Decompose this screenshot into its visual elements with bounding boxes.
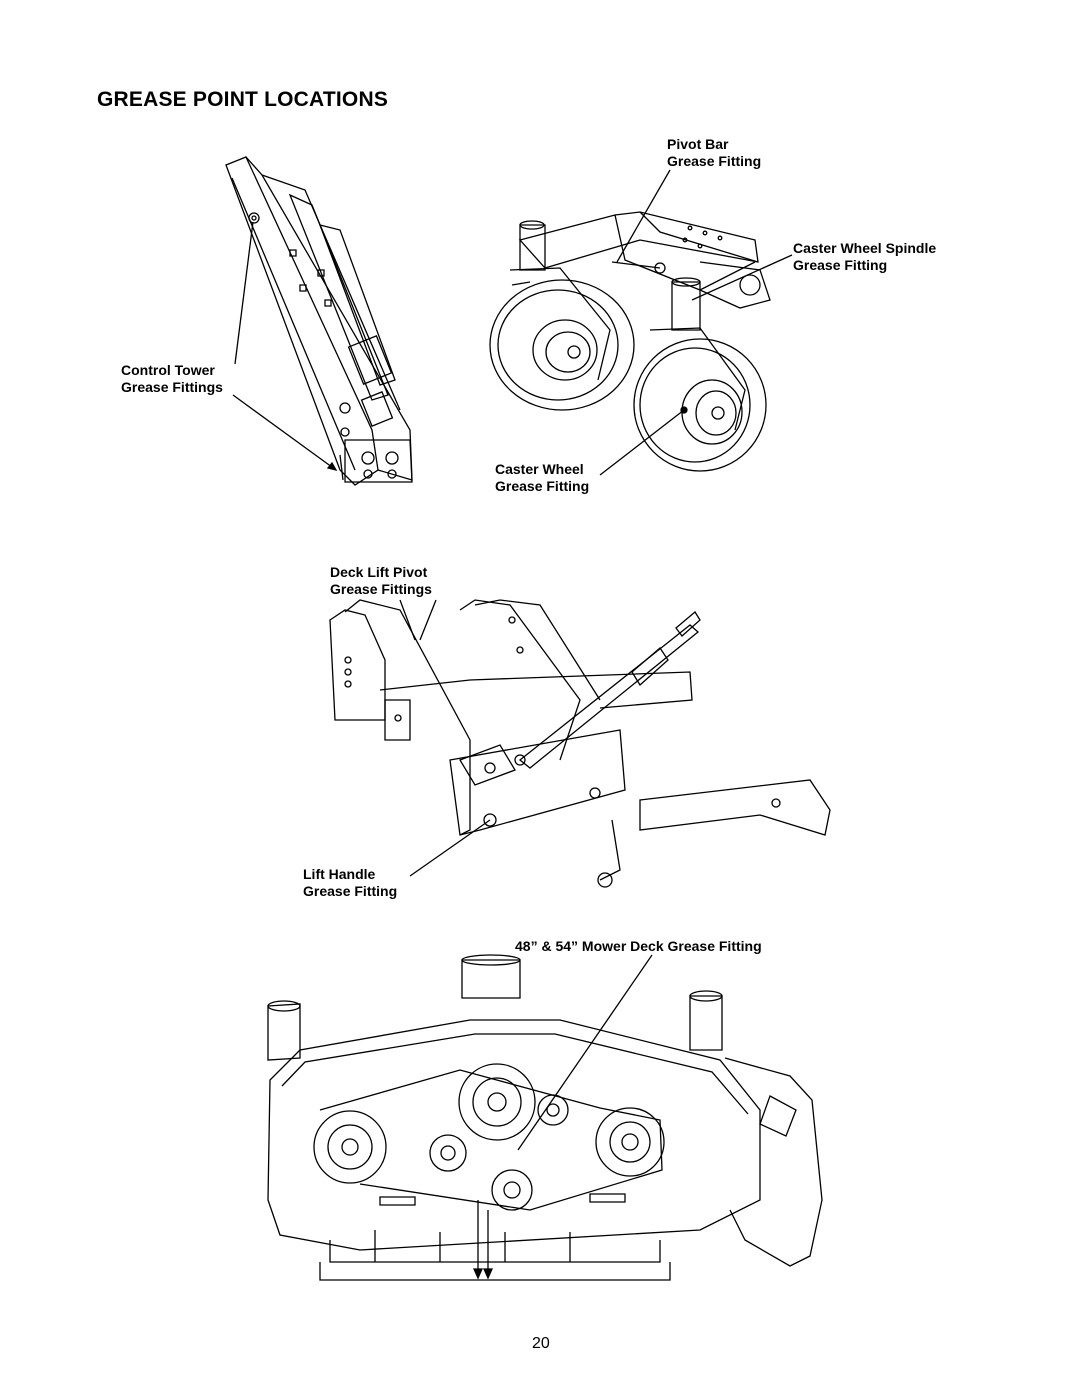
deck-lift-leader-1 [400,600,415,640]
control-tower-label: Control Tower Grease Fittings [121,362,223,395]
lift-handle-leader [410,820,490,876]
mower-deck-drawing [268,955,822,1280]
control-tower-leader-1 [235,222,253,364]
page-number: 20 [532,1335,550,1352]
mower-deck-label: 48” & 54” Mower Deck Grease Fitting [515,938,762,954]
deck-lift-leader-2 [420,600,436,640]
lift-handle-label: Lift Handle Grease Fitting [303,866,398,899]
page-title: GREASE POINT LOCATIONS [97,88,389,111]
control-tower-drawing [226,157,412,485]
caster-wheel-leader [600,410,684,475]
caster-spindle-leader [692,255,792,300]
deck-lift-pivot-label: Deck Lift Pivot Grease Fittings [330,564,432,597]
pivot-bar-label: Pivot Bar Grease Fitting [667,136,762,169]
mower-deck-leader [518,955,652,1150]
control-tower-leader-2 [233,395,336,470]
caster-wheel-drawing [490,212,770,471]
caster-spindle-label: Caster Wheel Spindle Grease Fitting [793,240,937,273]
deck-lift-drawing [330,600,830,887]
caster-wheel-label: Caster Wheel Grease Fitting [495,461,590,494]
pivot-bar-leader [617,170,670,262]
